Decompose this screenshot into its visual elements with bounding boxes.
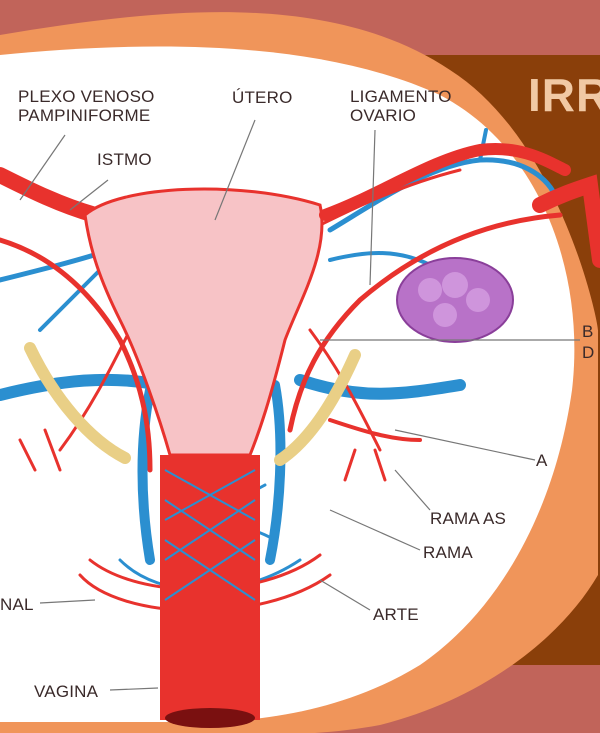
label-ligamento-line2: OVARIO: [350, 106, 452, 125]
vagina-opening: [165, 708, 255, 728]
label-ligamento-line1: LIGAMENTO: [350, 87, 452, 106]
label-utero: ÚTERO: [232, 88, 293, 107]
label-rama-as: RAMA AS: [430, 509, 506, 528]
label-nal: NAL: [0, 595, 34, 614]
label-right-a: A: [536, 451, 548, 470]
label-istmo: ISTMO: [97, 150, 152, 169]
label-ligamento: LIGAMENTO OVARIO: [350, 87, 452, 125]
label-right-b: B: [582, 322, 594, 341]
label-plexo-venoso: PLEXO VENOSO PAMPINIFORME: [18, 87, 155, 125]
label-right-d: D: [582, 343, 594, 362]
label-plexo-line1: PLEXO VENOSO: [18, 87, 155, 106]
label-plexo-line2: PAMPINIFORME: [18, 106, 155, 125]
slide-title: IRR: [528, 68, 600, 122]
ovary: [397, 258, 513, 342]
label-arte: ARTE: [373, 605, 419, 624]
label-rama: RAMA: [423, 543, 473, 562]
label-vagina: VAGINA: [34, 682, 98, 701]
